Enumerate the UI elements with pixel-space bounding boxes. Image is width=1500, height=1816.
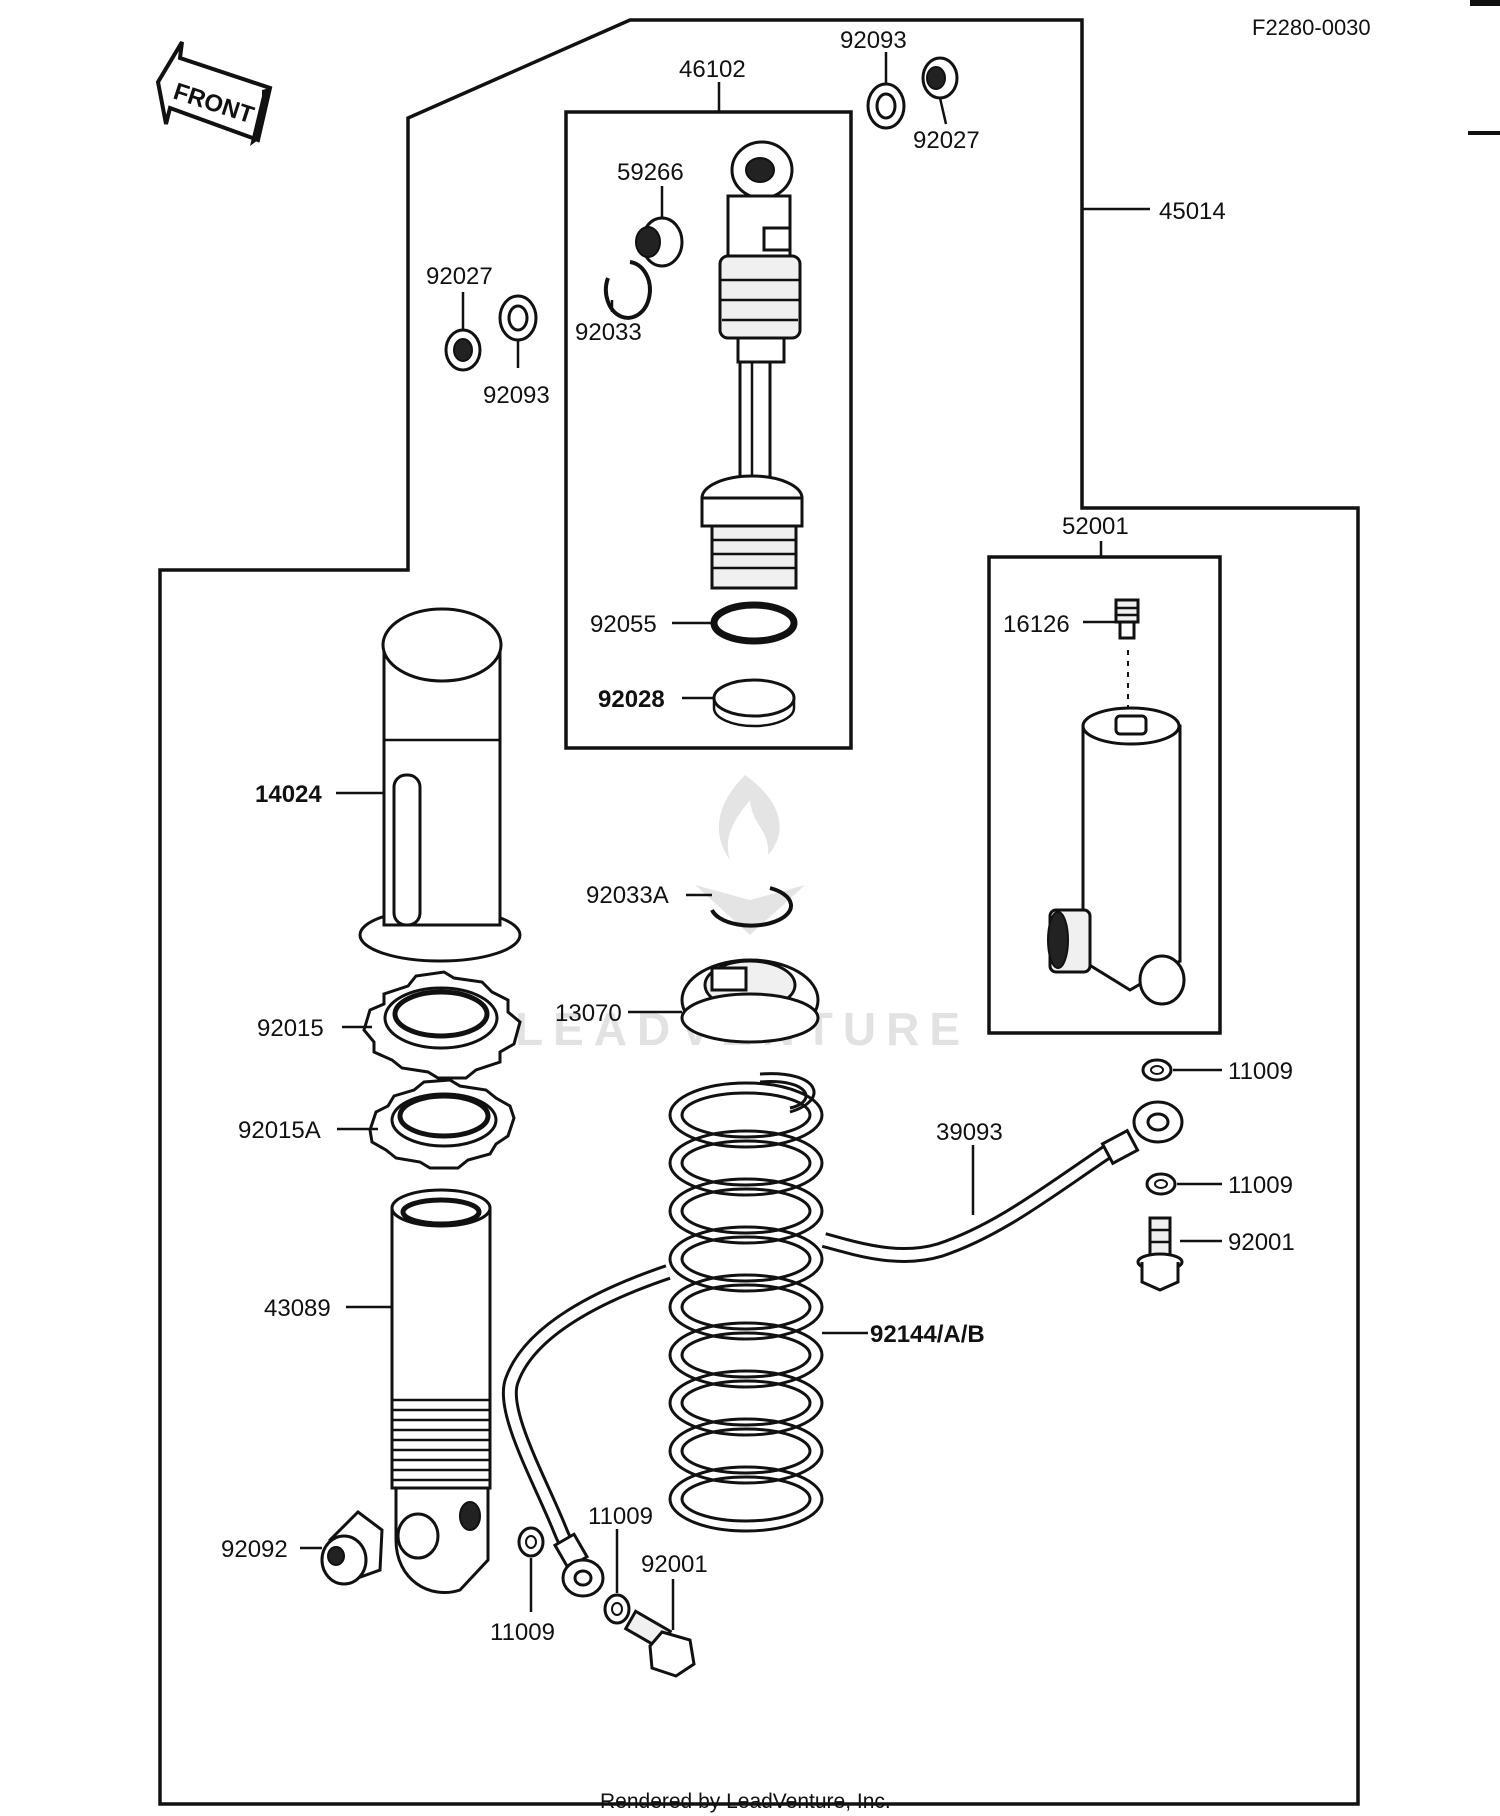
part-label-92033a: 92033A bbox=[586, 882, 669, 909]
snap-ring-part bbox=[710, 886, 793, 928]
part-label-43089: 43089 bbox=[264, 1295, 331, 1322]
coil-spring-part bbox=[668, 1072, 824, 1533]
part-label-92001: 92001 bbox=[641, 1551, 708, 1578]
part-label-39093: 39093 bbox=[936, 1119, 1003, 1146]
collar-part bbox=[921, 56, 959, 100]
washer-part bbox=[603, 1593, 631, 1625]
part-label-92144: 92144/A/B bbox=[870, 1321, 985, 1348]
reservoir-group-box bbox=[987, 555, 1222, 1035]
shock-absorber-part bbox=[700, 140, 804, 590]
part-label-92055: 92055 bbox=[590, 611, 657, 638]
part-label-92027: 92027 bbox=[426, 263, 493, 290]
part-label-13070: 13070 bbox=[555, 1000, 622, 1027]
o-ring-part bbox=[710, 601, 798, 645]
part-label-92093: 92093 bbox=[840, 27, 907, 54]
part-label-11009: 11009 bbox=[588, 1503, 653, 1530]
part-label-16126: 16126 bbox=[1003, 611, 1070, 638]
leader-lines bbox=[300, 52, 1222, 1630]
collar-ring-part bbox=[712, 678, 796, 728]
banjo-bolt-part bbox=[623, 1609, 696, 1678]
part-label-92027: 92027 bbox=[913, 127, 980, 154]
shock-absorber-group-box bbox=[564, 110, 853, 750]
part-label-59266: 59266 bbox=[617, 159, 684, 186]
figure-code: F2280-0030 bbox=[1252, 15, 1371, 40]
part-label-92093: 92093 bbox=[483, 382, 550, 409]
locknut-part bbox=[362, 970, 522, 1080]
bushing-part bbox=[320, 1510, 384, 1586]
part-label-52001: 52001 bbox=[1062, 513, 1129, 540]
washer-part bbox=[1145, 1172, 1177, 1196]
washer-part bbox=[1141, 1058, 1173, 1082]
spring-seat-part bbox=[680, 958, 820, 1044]
front-arrow-icon: FRONT bbox=[155, 40, 273, 146]
part-label-46102: 46102 bbox=[679, 56, 746, 83]
banjo-bolt-part bbox=[1136, 1216, 1184, 1292]
corner-mark bbox=[1470, 0, 1500, 6]
footer-credit: Rendered by LeadVenture, Inc. bbox=[600, 1790, 891, 1813]
part-label-92001: 92001 bbox=[1228, 1229, 1295, 1256]
assembly-outline bbox=[158, 18, 1360, 1806]
oil-seal-part bbox=[498, 294, 538, 342]
locknut-part bbox=[368, 1078, 516, 1170]
watermark-flame-icon bbox=[695, 775, 805, 935]
part-label-92015: 92015 bbox=[257, 1015, 324, 1042]
part-label-92092: 92092 bbox=[221, 1536, 288, 1563]
part-label-11009: 11009 bbox=[490, 1619, 555, 1646]
part-label-11009: 11009 bbox=[1228, 1058, 1293, 1085]
reservoir-part bbox=[1047, 706, 1186, 1006]
part-label-45014: 45014 bbox=[1159, 198, 1226, 225]
part-label-92028: 92028 bbox=[598, 686, 665, 713]
corner-mark bbox=[1468, 131, 1500, 135]
part-label-11009: 11009 bbox=[1228, 1172, 1293, 1199]
washer-part bbox=[517, 1526, 545, 1558]
shock-body-part bbox=[390, 1188, 492, 1595]
banjo-fitting-part bbox=[1100, 1100, 1184, 1166]
collar-part bbox=[444, 328, 482, 372]
part-label-92033: 92033 bbox=[575, 319, 642, 346]
oil-seal-part bbox=[866, 82, 906, 130]
valve-cap-part bbox=[1114, 598, 1140, 640]
bushing-part bbox=[635, 216, 684, 268]
spring-cover-part bbox=[358, 607, 522, 963]
banjo-fitting-part bbox=[552, 1532, 605, 1598]
part-label-14024: 14024 bbox=[255, 781, 322, 808]
part-label-92015a: 92015A bbox=[238, 1117, 321, 1144]
circlip-part bbox=[603, 260, 652, 320]
